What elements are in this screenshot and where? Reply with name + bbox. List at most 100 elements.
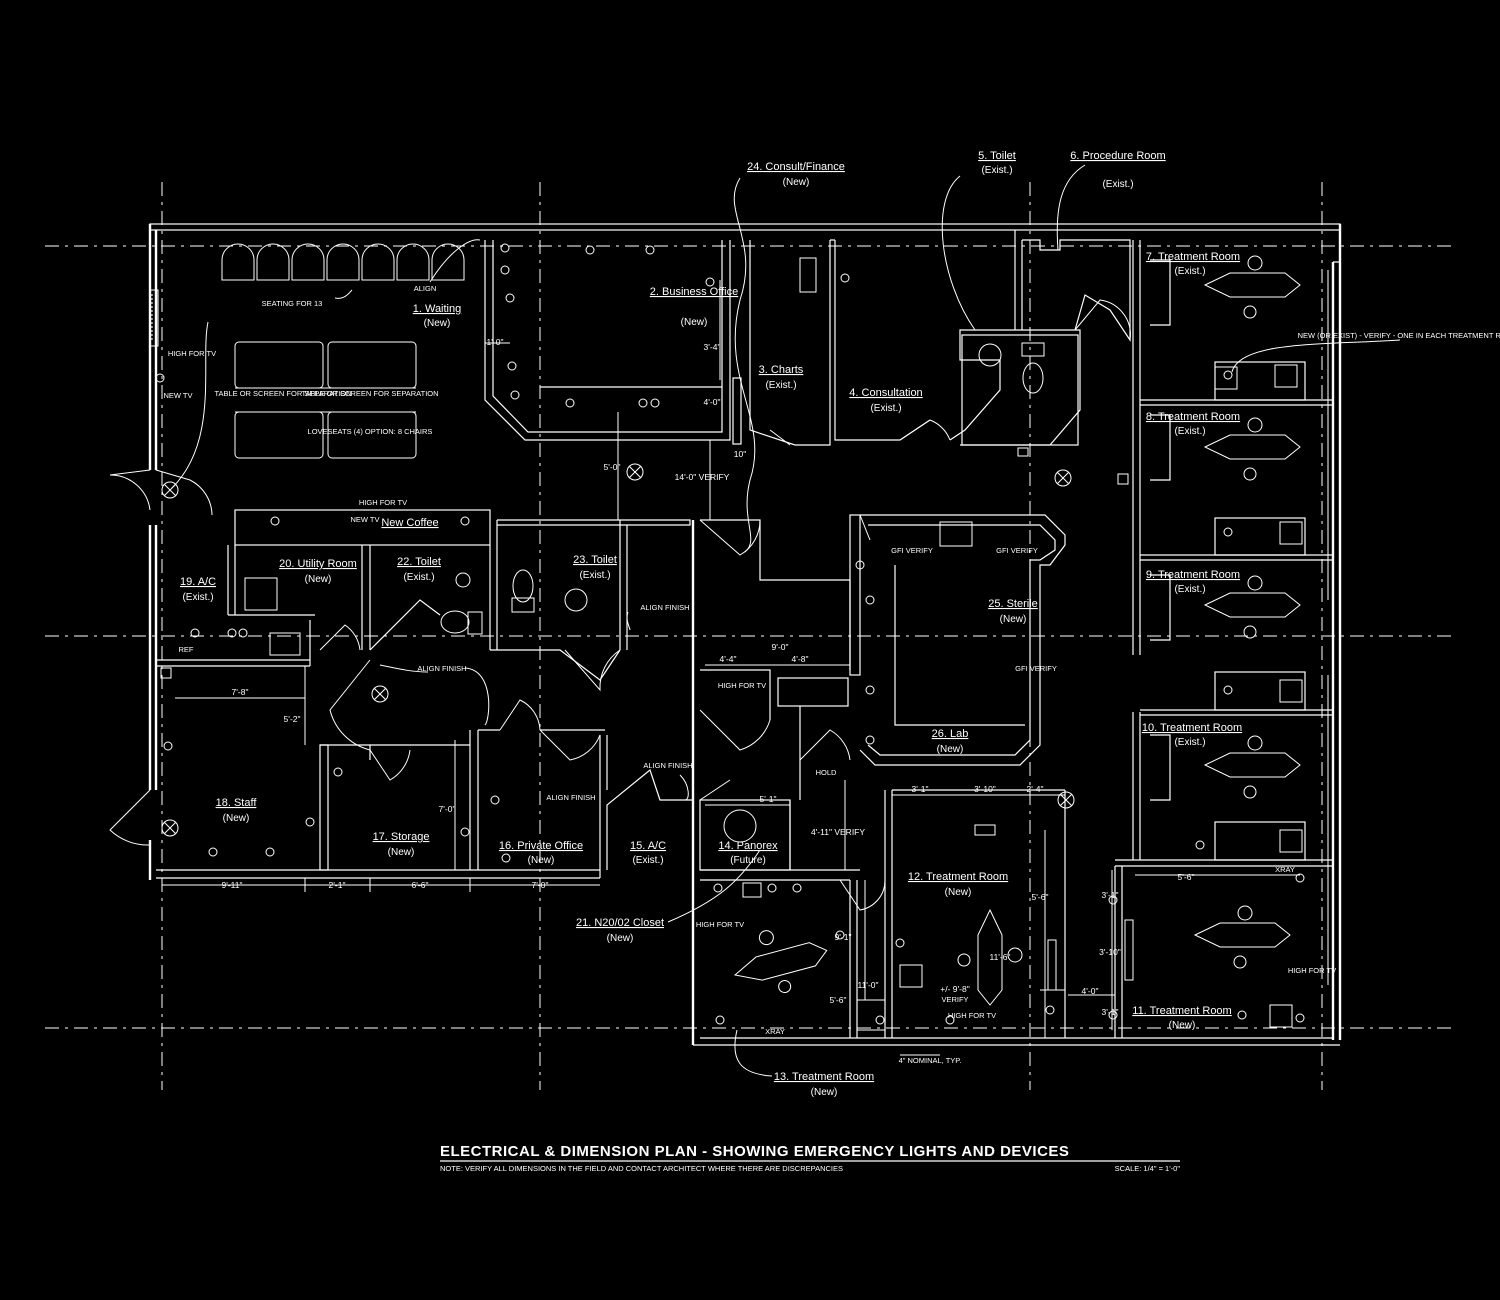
room-name-staff: 18. Staff [216, 797, 258, 809]
dim-bottom-3: 6'-6" [412, 880, 429, 890]
dim-r12-e: +/- 9'-8" [940, 984, 969, 994]
dimension-lines [162, 280, 1300, 1056]
room-name-ac-15: 15. A/C [630, 840, 666, 852]
note-gfi-verify-2: GFI VERIFY [996, 546, 1038, 555]
note-align-finish-toilet: ALIGN FINISH [640, 603, 689, 612]
note-gfi-verify-3: GFI VERIFY [1015, 664, 1057, 673]
room-name-treatment-10: 10. Treatment Room [1142, 722, 1242, 734]
note-table-screen-2: TABLE OR SCREEN FOR SEPARATION [301, 389, 438, 398]
room-status-consult-finance: (New) [783, 177, 810, 188]
dim-r12-b: 3'-10" [974, 784, 996, 794]
note-hold: HOLD [816, 768, 837, 777]
note-align-finish-corridor: ALIGN FINISH [417, 664, 466, 673]
room-status-staff: (New) [223, 813, 250, 824]
note-nominal: 4" NOMINAL, TYP. [899, 1056, 962, 1065]
room-name-private-office: 16. Private Office [499, 840, 583, 852]
room-status-utility: (New) [305, 574, 332, 585]
room-name-lab: 26. Lab [932, 728, 969, 740]
room-labels: 1. Waiting (New) 2. Business Office (New… [180, 150, 1242, 1098]
room-name-toilet-5: 5. Toilet [978, 150, 1016, 162]
room-status-panorex: (Future) [730, 855, 766, 866]
room-status-toilet-23: (Exist.) [579, 570, 610, 581]
dim-r11-a: 5'-6" [1178, 872, 1195, 882]
note-xray-13: XRAY [765, 1027, 785, 1036]
note-high-tv-12: HIGH FOR TV [948, 1011, 996, 1020]
dim-panorex-verify: 4'-11" VERIFY [811, 827, 865, 837]
dim-tv-c: 4'-8" [792, 654, 809, 664]
room-status-treatment-8: (Exist.) [1174, 426, 1205, 437]
annotation-notes: SEATING FOR 13 TABLE OR SCREEN FOR SEPAR… [163, 284, 1500, 1065]
interior-walls [156, 230, 1333, 1038]
room-name-toilet-23: 23. Toilet [573, 554, 617, 566]
room-name-waiting: 1. Waiting [413, 303, 462, 315]
room-status-private-office: (New) [528, 855, 555, 866]
room-status-treatment-12: (New) [945, 887, 972, 898]
dim-r13-a: 11'-0" [857, 980, 878, 990]
note-align-finish-office: ALIGN FINISH [546, 793, 595, 802]
dim-r11-b: 3'-1" [1102, 890, 1119, 900]
room-status-ac-19: (Exist.) [182, 592, 213, 603]
note-high-tv-coffee: HIGH FOR TV [359, 498, 407, 507]
room-name-consult-finance: 24. Consult/Finance [747, 161, 845, 173]
room-name-business-office: 2. Business Office [650, 286, 738, 298]
dim-r11-e: 3'-1" [1102, 1007, 1119, 1017]
dim-r12-d: 11'-6" [989, 952, 1010, 962]
room-status-waiting: (New) [424, 318, 451, 329]
room-name-treatment-11: 11. Treatment Room [1132, 1005, 1231, 1017]
dimension-labels: 9'-11" 2'-1" 6'-6" 7'-0" 7'-8" 5'-2" 7'-… [221, 337, 1194, 1017]
room-name-charts: 3. Charts [759, 364, 804, 376]
note-loveseats: LOVESEATS (4) OPTION: 8 CHAIRS [308, 427, 433, 436]
room-status-ac-15: (Exist.) [632, 855, 663, 866]
dim-tv-a: 4'-4" [720, 654, 737, 664]
room-status-storage: (New) [388, 847, 415, 858]
dim-r13-c: 9'-1" [835, 932, 852, 942]
toilet-fixtures [244, 257, 1045, 656]
room-name-treatment-8: 8. Treatment Room [1146, 411, 1240, 423]
note-new-tv-coffee: NEW TV [350, 515, 379, 524]
room-name-procedure: 6. Procedure Room [1070, 150, 1165, 162]
note-align-finish-ac: ALIGN FINISH [643, 761, 692, 770]
dim-bottom-4: 7'-0" [532, 880, 549, 890]
dim-bottom-1: 9'-11" [221, 880, 242, 890]
room-name-treatment-13: 13. Treatment Room [774, 1071, 874, 1083]
dim-corridor-verify: 14'-0" VERIFY [675, 472, 730, 482]
dim-staff-depth: 5'-2" [284, 714, 301, 724]
dim-r12-f: 5'-6" [1032, 892, 1049, 902]
room-name-treatment-12: 12. Treatment Room [908, 871, 1008, 883]
dim-r11-d: 4'-0" [1082, 986, 1099, 996]
room-name-utility: 20. Utility Room [279, 558, 357, 570]
dim-staff-width: 7'-8" [232, 687, 249, 697]
room-status-n2o-closet: (New) [607, 933, 634, 944]
room-status-sterile: (New) [1000, 614, 1027, 625]
room-name-storage: 17. Storage [373, 831, 430, 843]
dim-bottom-2: 2'-1" [329, 880, 346, 890]
room-status-toilet-22: (Exist.) [403, 572, 434, 583]
dim-biz-b: 3'-4" [704, 342, 721, 352]
dental-chairs [723, 255, 1303, 1028]
dim-biz-c: 4'-0" [704, 397, 721, 407]
room-name-new-coffee: New Coffee [381, 517, 438, 529]
room-name-toilet-22: 22. Toilet [397, 556, 441, 568]
room-status-toilet-5: (Exist.) [981, 165, 1012, 176]
note-high-tv-panorex: HIGH FOR TV [718, 681, 766, 690]
room-name-treatment-9: 9. Treatment Room [1146, 569, 1240, 581]
room-name-panorex: 14. Panorex [718, 840, 778, 852]
room-name-sterile: 25. Sterile [988, 598, 1038, 610]
note-xray-11: XRAY [1275, 865, 1295, 874]
room-status-business-office: (New) [681, 317, 708, 328]
drawing-title: ELECTRICAL & DIMENSION PLAN - SHOWING EM… [440, 1143, 1069, 1160]
waiting-chairs [221, 243, 465, 281]
room-status-consultation: (Exist.) [870, 403, 901, 414]
dim-corridor: 5'-0" [604, 462, 621, 472]
room-name-ac-19: 19. A/C [180, 576, 216, 588]
note-gfi-verify-1: GFI VERIFY [891, 546, 933, 555]
note-ref: REF [179, 645, 194, 654]
room-name-n2o-closet: 21. N20/02 Closet [576, 917, 664, 929]
room-status-treatment-11: (New) [1169, 1020, 1196, 1031]
room-status-charts: (Exist.) [765, 380, 796, 391]
note-high-tv-13: HIGH FOR TV [696, 920, 744, 929]
room-status-procedure: (Exist.) [1102, 179, 1133, 190]
dim-door: 10" [734, 449, 746, 459]
note-new-tv-waiting: NEW TV [163, 391, 192, 400]
